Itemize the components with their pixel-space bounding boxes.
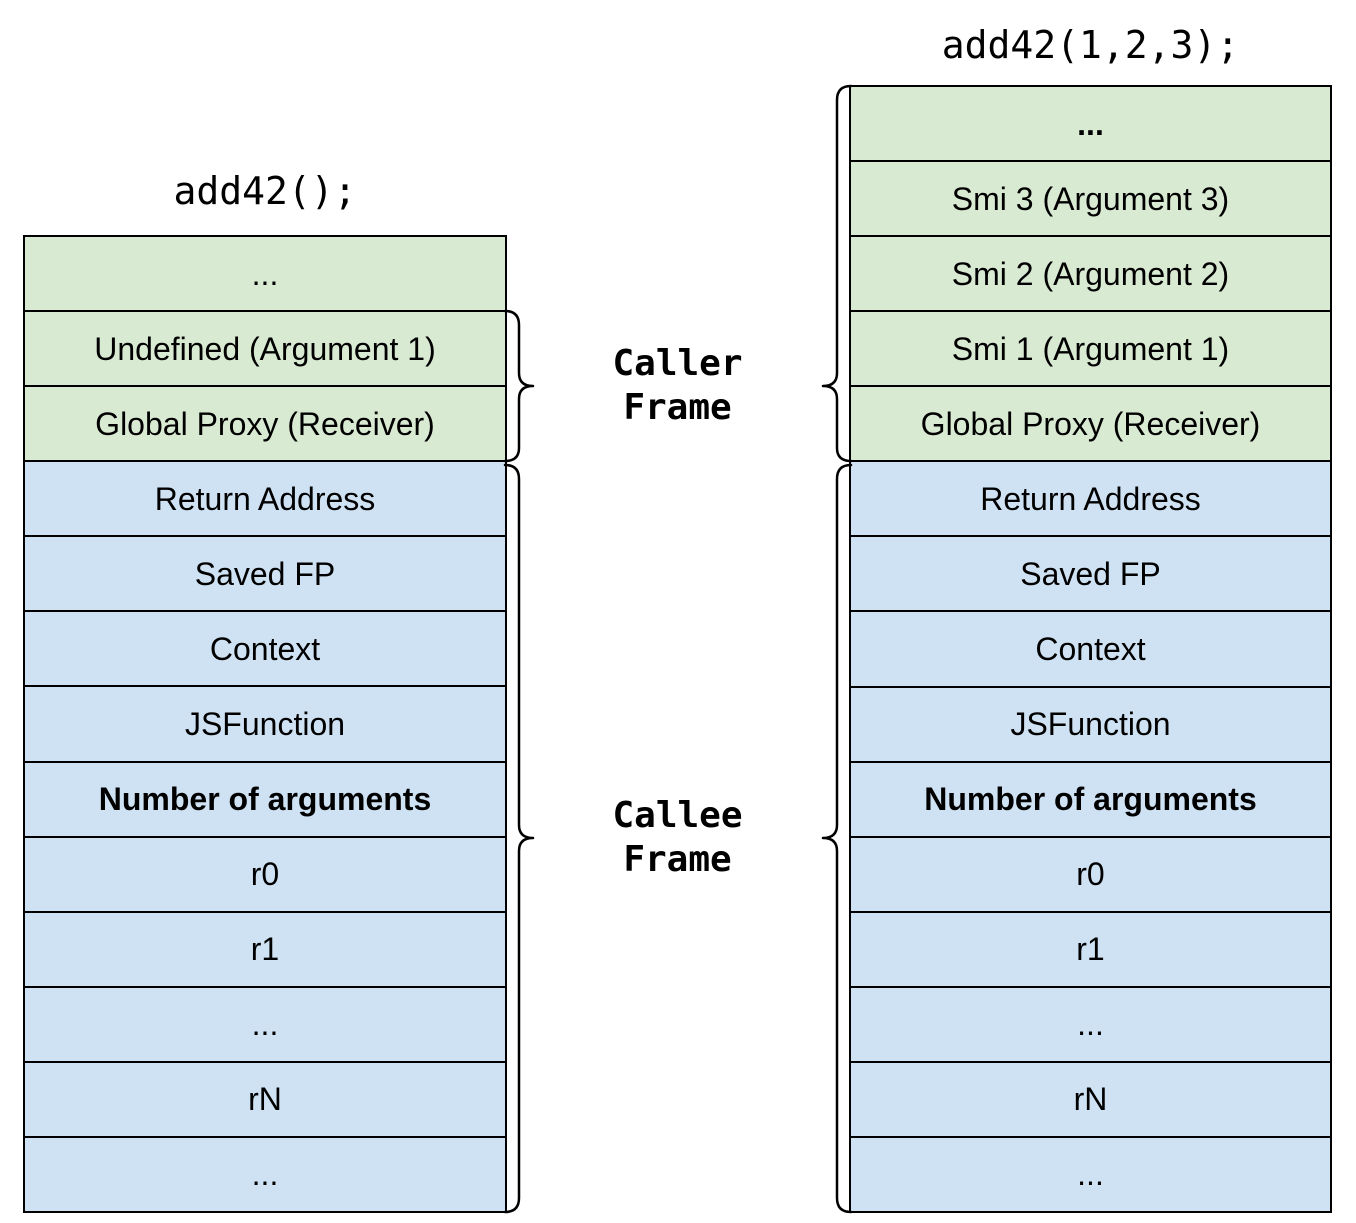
row-number-of-arguments: Number of arguments (851, 760, 1330, 836)
row-rn: rN (851, 1060, 1330, 1136)
row-r1: r1 (851, 910, 1330, 986)
row-r0: r0 (851, 835, 1330, 911)
row-ellipsis: ... (25, 985, 505, 1061)
row-smi-1-argument-1: Smi 1 (Argument 1) (851, 310, 1330, 386)
row-return-address: Return Address (25, 460, 505, 536)
row-jsfunction: JSFunction (851, 685, 1330, 761)
row-ellipsis: ... (25, 1135, 505, 1212)
row-smi-3-argument-3: Smi 3 (Argument 3) (851, 160, 1330, 236)
row-number-of-arguments: Number of arguments (25, 760, 505, 836)
row-ellipsis: ... (851, 985, 1330, 1061)
row-jsfunction: JSFunction (25, 685, 505, 761)
row-rn: rN (25, 1060, 505, 1136)
row-global-proxy-receiver: Global Proxy (Receiver) (25, 385, 505, 461)
row-saved-fp: Saved FP (25, 535, 505, 611)
row-r1: r1 (25, 910, 505, 986)
row-saved-fp: Saved FP (851, 535, 1330, 611)
callee-frame-label: Callee Frame (612, 795, 743, 880)
left-stack-title: add42(); (173, 169, 357, 213)
left-stack: ...Undefined (Argument 1)Global Proxy (R… (23, 235, 507, 1213)
row-ellipsis: ... (25, 237, 505, 311)
right-stack: ...Smi 3 (Argument 3)Smi 2 (Argument 2)S… (849, 85, 1332, 1213)
right-stack-title: add42(1,2,3); (941, 23, 1240, 67)
row-r0: r0 (25, 835, 505, 911)
caller-frame-label: Caller Frame (612, 343, 743, 428)
row-return-address: Return Address (851, 460, 1330, 536)
row-context: Context (25, 610, 505, 686)
row-ellipsis: ... (851, 1135, 1330, 1211)
row-smi-2-argument-2: Smi 2 (Argument 2) (851, 235, 1330, 311)
row-undefined-argument-1: Undefined (Argument 1) (25, 310, 505, 386)
row-global-proxy-receiver: Global Proxy (Receiver) (851, 385, 1330, 461)
row-context: Context (851, 610, 1330, 686)
row-ellipsis: ... (851, 87, 1330, 161)
